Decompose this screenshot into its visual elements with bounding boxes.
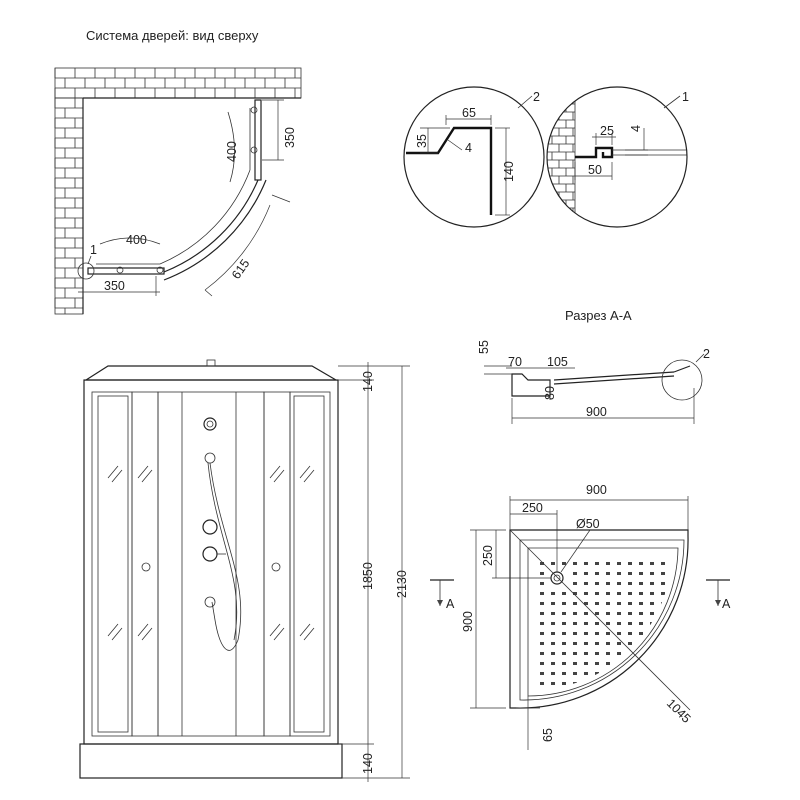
- drain: [550, 571, 564, 585]
- svg-text:400: 400: [126, 233, 147, 247]
- glass-hatch: [107, 465, 315, 641]
- detail-2-label: 2: [533, 90, 540, 104]
- tray-dim-65: 65: [541, 728, 555, 742]
- dim-400-door-left: 400: [126, 233, 147, 247]
- detail-2: 65 35 140 4 2: [403, 86, 545, 228]
- detail-1: 25 4 50 1: [546, 86, 689, 228]
- detail-2-dim-35: 35: [415, 134, 429, 148]
- detail-marker-1-circle: [77, 262, 95, 280]
- section-detail-marker-2: 2: [703, 347, 710, 361]
- detail-2-dim-4: 4: [465, 141, 472, 155]
- tray-dim-900-height: 900: [461, 611, 475, 632]
- door-handle-right: [271, 562, 281, 572]
- svg-text:350: 350: [104, 279, 125, 293]
- detail-2-dim-140: 140: [502, 161, 516, 182]
- front-dim-1850: 1850: [361, 562, 375, 590]
- dim-400-door-right: 400: [225, 141, 239, 162]
- tray-view: 900 250 Ø50 250 900 1045 65 A A: [430, 483, 731, 750]
- svg-text:A: A: [446, 597, 455, 611]
- svg-text:400: 400: [225, 141, 239, 162]
- front-view: 140 1850 2130 140: [79, 359, 410, 782]
- svg-text:615: 615: [229, 257, 252, 282]
- brick-pattern-left: [54, 97, 83, 314]
- section-dim-55: 55: [477, 340, 491, 354]
- svg-text:350: 350: [283, 127, 297, 148]
- dim-350-horizontal: 350: [78, 276, 160, 296]
- brick-wall: [54, 67, 302, 315]
- top-view-title: Система дверей: вид сверху: [86, 28, 259, 43]
- shower-column: [202, 417, 242, 651]
- cut-marker-right: A: [706, 579, 731, 611]
- brick-pattern-top: [54, 68, 301, 98]
- door-frame: [87, 99, 267, 281]
- detail-1-label: 1: [682, 90, 689, 104]
- door-handle-left: [141, 562, 151, 572]
- front-dim-2130: 2130: [395, 570, 409, 598]
- section-dim-900: 900: [586, 405, 607, 419]
- section-dim-70: 70: [508, 355, 522, 369]
- detail-1-dim-50: 50: [588, 163, 602, 177]
- detail-1-dim-4: 4: [629, 125, 643, 132]
- detail-marker-1-label: 1: [90, 243, 97, 257]
- section-a-a: Разрез А-А 2 55 70 105 80 900: [477, 308, 710, 424]
- section-title: Разрез А-А: [565, 308, 632, 323]
- dim-615-arc: 615: [204, 194, 291, 297]
- tray-dim-900-width: 900: [586, 483, 607, 497]
- top-view: Система дверей: вид сверху: [54, 28, 302, 315]
- section-dim-80: 80: [543, 386, 557, 400]
- tray-dim-250-horizontal: 250: [522, 501, 543, 515]
- tray-dim-250-vertical: 250: [481, 545, 495, 566]
- detail-2-dim-65: 65: [462, 106, 476, 120]
- svg-text:A: A: [722, 597, 731, 611]
- front-dim-140-bottom: 140: [361, 753, 375, 774]
- tray-dim-diameter: Ø50: [576, 517, 600, 531]
- cut-marker-left: A: [430, 579, 455, 611]
- dim-350-vertical: 350: [262, 99, 297, 161]
- section-dim-105: 105: [547, 355, 568, 369]
- detail-1-dim-25: 25: [600, 124, 614, 138]
- tray-dim-1045: 1045: [664, 696, 694, 726]
